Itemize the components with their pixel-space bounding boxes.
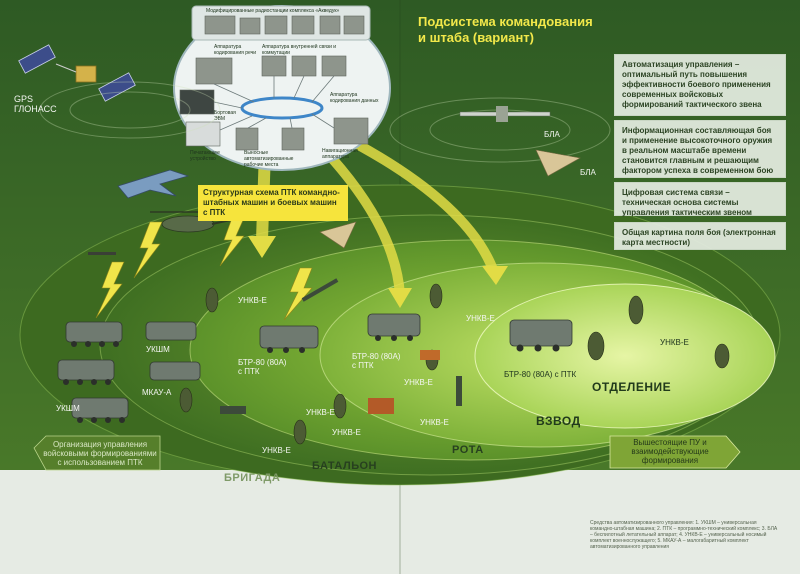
apc-icons xyxy=(57,313,573,419)
info-panel-4: Общая картина поля боя (электронная карт… xyxy=(614,222,786,250)
jet-icon xyxy=(117,169,190,199)
gps-label-line1: GPS xyxy=(14,94,34,104)
soldier-icons xyxy=(179,283,730,445)
signal-arcs xyxy=(39,81,611,163)
ptk-caption: Структурная схема ПТК командно-штабных м… xyxy=(198,185,348,221)
uav-small-icon xyxy=(319,221,357,249)
flow-arrowhead-2 xyxy=(388,288,412,308)
label-btr-1: БТР-80 (80А) с ПТК xyxy=(238,358,286,376)
uav-label-1: БЛА xyxy=(544,130,560,139)
info-panel-1-text: Автоматизация управления – оптимальный п… xyxy=(622,60,771,109)
label-unkv-7: УНКВ-Е xyxy=(466,314,495,323)
label-mod-equipment: Модифицированные радиостанции комплекса … xyxy=(206,8,340,14)
gps-label: GPS ГЛОНАСС xyxy=(14,94,57,114)
tier-squad: ОТДЕЛЕНИЕ xyxy=(592,380,672,394)
wheels xyxy=(63,335,560,423)
info-panel-3-text: Цифровая система связи – техническая осн… xyxy=(622,188,752,217)
label-workstations: Выносные автоматизированные рабочие мест… xyxy=(244,150,294,168)
left-arrow-box xyxy=(33,435,161,471)
info-panel-1: Автоматизация управления – оптимальный п… xyxy=(614,54,786,116)
label-ukshm-2: УКШМ xyxy=(56,404,80,413)
page-title-line2: и штаба (вариант) xyxy=(418,30,534,45)
label-ukshm-1: УКШМ xyxy=(146,345,170,354)
page-title-line1: Подсистема командования xyxy=(418,14,593,29)
info-panel-3: Цифровая система связи – техническая осн… xyxy=(614,182,786,217)
uav-label-2: БЛА xyxy=(580,168,596,177)
label-unkv-1: УНКВ-Е xyxy=(238,296,267,305)
lower-band xyxy=(0,470,800,574)
label-speech-codec: Аппаратура кодирования речи xyxy=(214,44,257,56)
uav-mini-icon xyxy=(88,252,116,255)
flow-arrow-1 xyxy=(327,125,500,277)
tier-platoon: ВЗВОД xyxy=(536,414,581,428)
flow-arrowhead-3 xyxy=(248,236,276,258)
info-panel-4-text: Общая картина поля боя (электронная карт… xyxy=(622,228,776,247)
label-intercom: Аппаратура внутренней связи и коммутации xyxy=(262,44,337,56)
right-arrow-text: Вышестоящие ПУ и взаимодействующие форми… xyxy=(631,438,709,465)
page-title: Подсистема командования и штаба (вариант… xyxy=(418,14,618,46)
uav-large-icon xyxy=(459,106,551,122)
zone-squad xyxy=(474,283,776,429)
tier-brigade: БРИГАДА xyxy=(224,472,281,484)
footnote: Средства автоматизированного управления:… xyxy=(590,520,778,550)
right-arrow-box xyxy=(609,435,741,469)
tier-company: РОТА xyxy=(452,444,484,456)
info-panel-2-text: Информационная составляющая боя и примен… xyxy=(622,126,774,175)
label-unkv-4: УНКВ-Е xyxy=(332,428,361,437)
label-onboard-pc: Бортовая ЭВМ xyxy=(214,110,236,122)
satellite-icon xyxy=(18,44,136,102)
weapon-icons xyxy=(220,278,462,414)
label-btr-1-line1: БТР-80 (80А) xyxy=(238,358,287,367)
tier-battalion: БАТАЛЬОН xyxy=(312,460,377,472)
ptk-connectors xyxy=(213,75,335,131)
label-navigation: Навигационная аппаратура xyxy=(322,148,358,160)
label-btr-2: БТР-80 (80А) с ПТК xyxy=(352,352,400,370)
label-unkv-3: УНКВ-Е xyxy=(306,408,335,417)
label-unkv-5: УНКВ-Е xyxy=(404,378,433,387)
flow-arrowhead-1 xyxy=(482,266,508,285)
ptk-equipment-blocks xyxy=(179,15,369,151)
label-btr-1-line2: с ПТК xyxy=(238,367,260,376)
info-panel-2: Информационная составляющая боя и примен… xyxy=(614,120,786,178)
lightning-icons xyxy=(95,217,313,321)
label-btr-2-line1: БТР-80 (80А) xyxy=(352,352,401,361)
label-unkv-8: УНКВ-Е xyxy=(660,338,689,347)
label-mkau: МКАУ-А xyxy=(142,388,172,397)
uav-wing-icon xyxy=(535,149,581,177)
label-btr-3: БТР-80 (80А) с ПТК xyxy=(504,370,577,379)
label-btr-2-line2: с ПТК xyxy=(352,361,374,370)
label-printer: Печатающее устройство xyxy=(190,150,220,162)
left-arrow-text: Организация управления войсковыми формир… xyxy=(43,440,157,467)
label-data-codec: Аппаратура кодирования данных xyxy=(330,92,379,104)
label-unkv-6: УНКВ-Е xyxy=(420,418,449,427)
gps-label-line2: ГЛОНАСС xyxy=(14,104,57,114)
label-unkv-2: УНКВ-Е xyxy=(262,446,291,455)
